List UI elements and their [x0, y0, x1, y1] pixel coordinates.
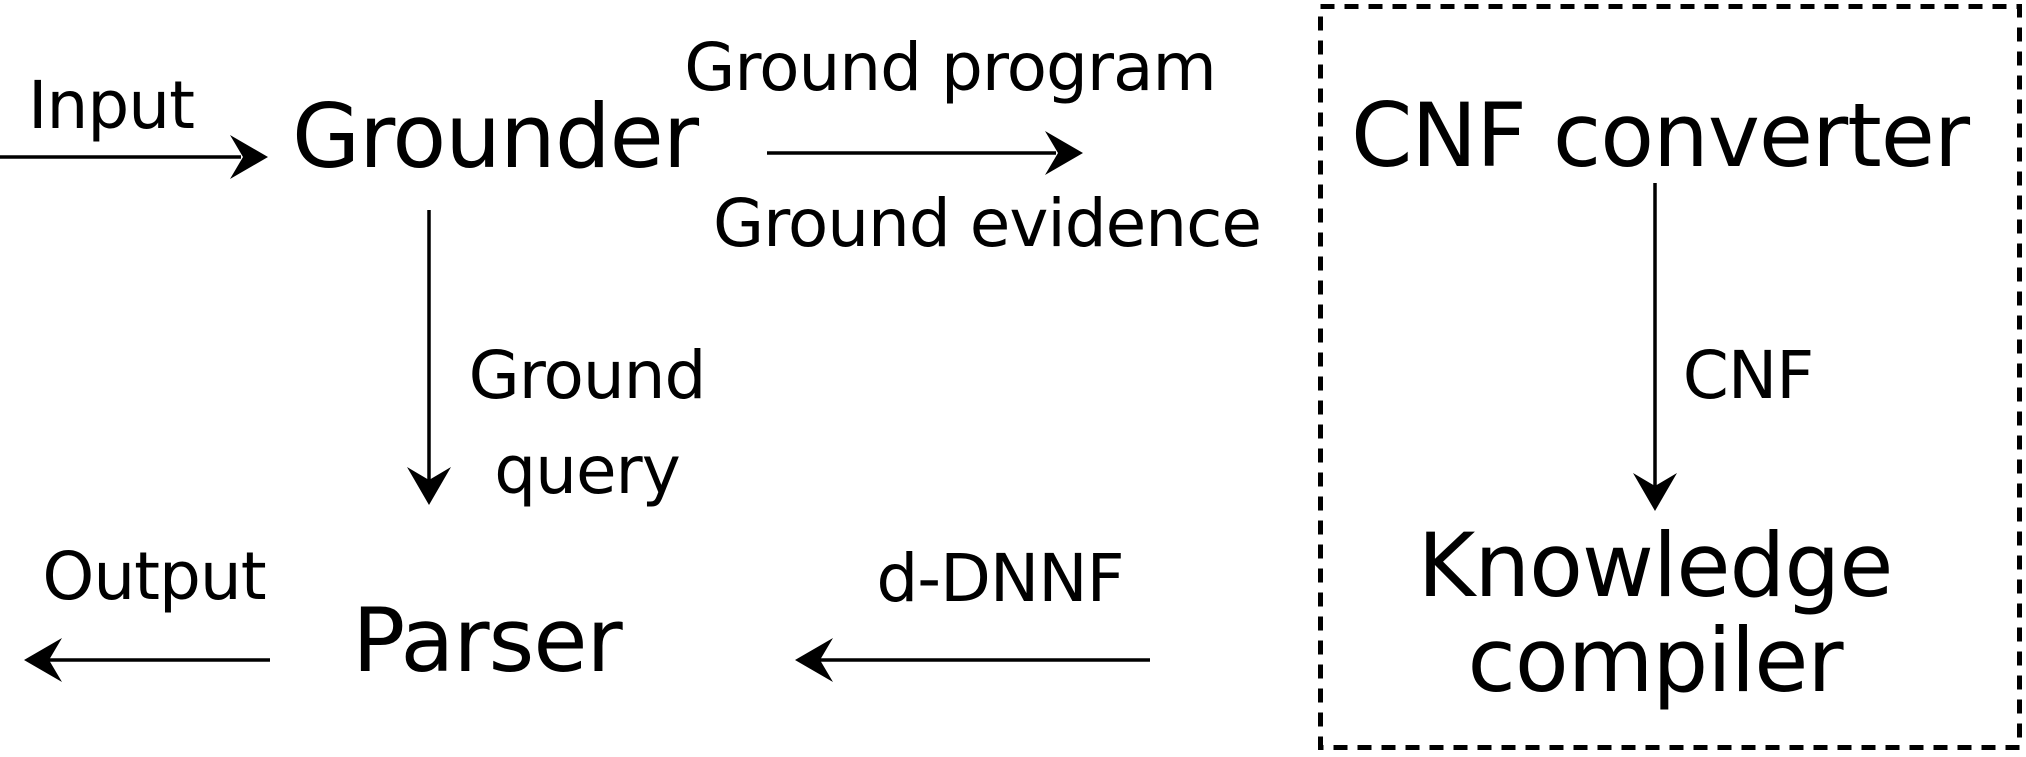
ground-query-arrow [407, 210, 451, 505]
cnf-arrow [1633, 183, 1677, 511]
label-ground-query-line2: query [494, 432, 681, 509]
dashed-boundary-box [1318, 4, 2022, 750]
label-ground-query: Ground query [468, 328, 707, 518]
label-input: Input [28, 67, 195, 144]
input-arrow [0, 135, 268, 179]
output-arrow [24, 638, 270, 682]
node-knowledge-compiler-line1: Knowledge [1417, 514, 1894, 617]
node-grounder: Grounder [291, 85, 699, 188]
node-knowledge-compiler-line2: compiler [1467, 609, 1843, 712]
label-cnf: CNF [1682, 337, 1814, 414]
label-output: Output [42, 538, 266, 615]
ground-program-arrow [767, 131, 1083, 175]
label-ground-program: Ground program [684, 29, 1216, 106]
d-dnnf-arrow [795, 638, 1150, 682]
node-cnf-converter: CNF converter [1350, 84, 1970, 187]
label-ground-query-line1: Ground [468, 337, 707, 414]
node-knowledge-compiler: Knowledge compiler [1418, 518, 1894, 708]
label-ground-evidence: Ground evidence [713, 185, 1262, 262]
label-d-dnnf: d-DNNF [876, 540, 1124, 617]
node-parser: Parser [352, 589, 622, 692]
